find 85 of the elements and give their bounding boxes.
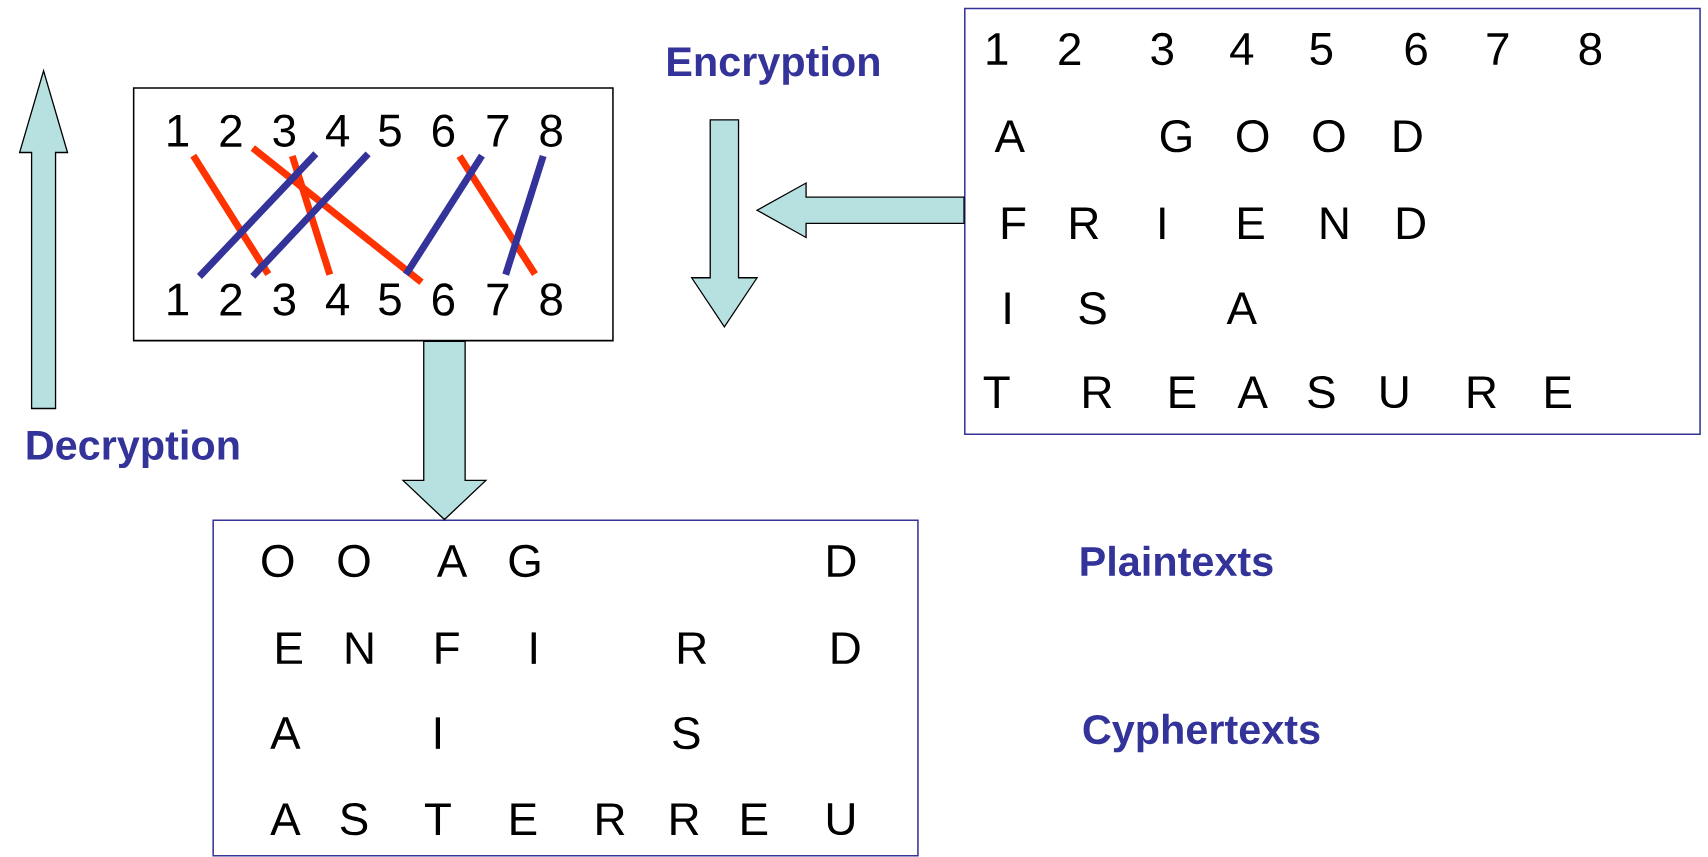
digit: 5 <box>379 283 401 316</box>
grid-letter: 1 <box>987 33 1008 65</box>
grid-letter: N <box>346 632 373 664</box>
grid-letter: D <box>828 545 856 577</box>
grid-letter: O <box>262 544 294 578</box>
grid-letter: E <box>511 803 537 835</box>
grid-letter: S <box>1308 375 1335 409</box>
grid-letter: 7 <box>1487 33 1509 65</box>
grid-letter: G <box>509 544 540 578</box>
grid-letter: R <box>1071 207 1099 239</box>
grid-letter: A <box>270 717 301 749</box>
digit: 6 <box>432 283 455 316</box>
digit: 2 <box>220 283 242 316</box>
digit: 5 <box>379 114 401 147</box>
grid-letter: 6 <box>1405 32 1427 66</box>
grid-letter: S <box>673 716 700 750</box>
permutation-line <box>456 154 538 276</box>
grid-letter: O <box>338 544 370 578</box>
grid-letter: F <box>1002 207 1026 239</box>
grid-letter: T <box>424 803 451 835</box>
grid-letter: S <box>1079 291 1106 325</box>
arrow-label: Encryption <box>668 45 879 85</box>
digit: 7 <box>487 283 509 316</box>
grid-letter: A <box>270 803 301 835</box>
grid-letter: E <box>1546 376 1571 408</box>
grid-letter: E <box>277 632 302 664</box>
grid-letter: R <box>597 803 625 835</box>
grid-letter: S <box>340 802 368 836</box>
grid-letter: G <box>1160 119 1191 153</box>
permutation-line <box>289 154 334 276</box>
permutation-line <box>403 153 485 277</box>
grid-letter: R <box>671 803 699 835</box>
grid-letter: I <box>1160 207 1165 239</box>
digit: 1 <box>168 114 189 147</box>
permutation-line <box>196 151 319 279</box>
grid-letter: F <box>436 632 459 664</box>
grid-letter: R <box>678 632 707 664</box>
grid-letter: R <box>1084 376 1112 408</box>
grid-letter: E <box>1170 376 1196 408</box>
grid-letter: O <box>1237 119 1269 153</box>
grid-letter: 5 <box>1310 32 1333 65</box>
grid-letter: R <box>1468 376 1496 408</box>
digit: 8 <box>540 114 562 147</box>
digit: 3 <box>273 283 296 316</box>
digit: 6 <box>432 114 455 147</box>
grid-letter: T <box>983 376 1010 408</box>
grid-letter: I <box>1005 292 1010 324</box>
permutation-line <box>250 145 424 285</box>
grid-letter: N <box>1321 207 1348 239</box>
arrow-label: Decryption <box>27 429 239 468</box>
grid-letter: A <box>1226 292 1257 324</box>
digit: 4 <box>326 283 350 316</box>
grid-letter: D <box>1397 207 1425 239</box>
digit: 8 <box>540 283 562 316</box>
grid-letter: I <box>435 717 440 749</box>
grid-letter: 2 <box>1059 32 1081 65</box>
grid-letter: A <box>1237 376 1268 408</box>
block-arrow <box>755 181 965 239</box>
digit: 3 <box>273 114 296 147</box>
digit: 1 <box>168 283 189 316</box>
grid-letter: 4 <box>1230 33 1254 65</box>
plaintext-grid <box>964 7 1701 435</box>
permutation-line <box>250 151 371 279</box>
grid-letter: 3 <box>1151 32 1173 66</box>
section-label: Cyphertexts <box>1083 713 1320 753</box>
permutation-line <box>190 153 272 276</box>
permutation-line <box>502 154 547 276</box>
grid-letter: D <box>1394 120 1422 152</box>
grid-letter: A <box>436 545 468 577</box>
block-arrow <box>401 340 488 521</box>
grid-letter: 8 <box>1579 32 1602 66</box>
grid-letter: I <box>531 632 536 664</box>
permutation-box <box>132 87 614 342</box>
digit: 2 <box>220 114 242 147</box>
grid-letter: U <box>1381 376 1408 408</box>
grid-letter: O <box>1313 119 1345 153</box>
grid-letter: D <box>832 632 860 664</box>
ciphertext-grid <box>212 519 919 857</box>
digit: 7 <box>487 114 509 147</box>
grid-letter: E <box>1239 207 1264 239</box>
grid-letter: U <box>827 803 854 835</box>
grid-letter: E <box>742 803 768 835</box>
section-label: Plaintexts <box>1081 545 1273 577</box>
digit: 4 <box>326 114 350 147</box>
grid-letter: A <box>994 120 1025 152</box>
